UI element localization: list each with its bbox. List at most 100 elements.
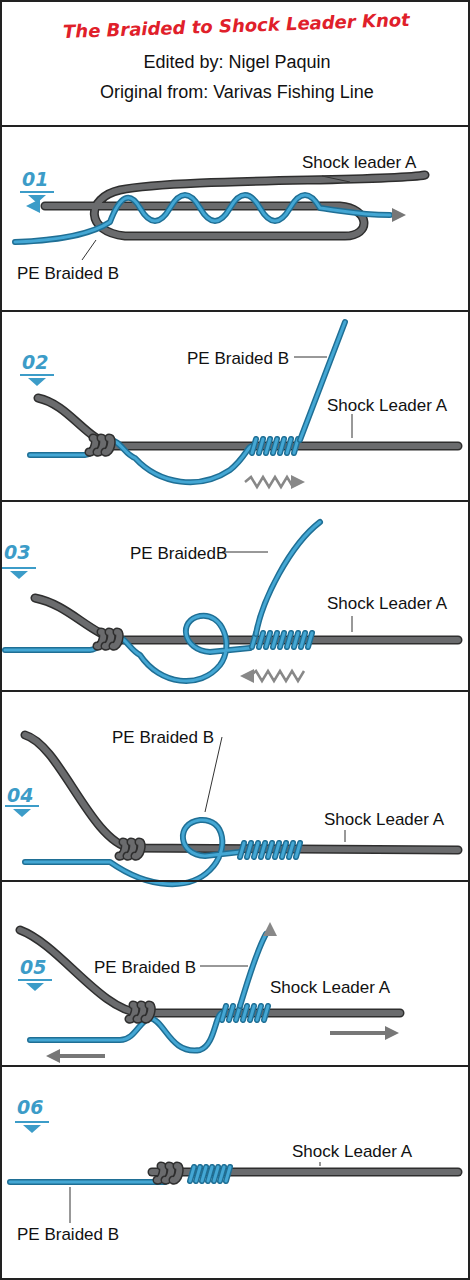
credit-text: Original from: Varivas Fishing Line xyxy=(100,82,374,103)
line-label: Shock Leader A xyxy=(327,594,447,614)
leader-line xyxy=(352,414,353,438)
step-marker xyxy=(26,983,44,991)
braided-line xyxy=(5,616,250,681)
braided-line xyxy=(252,439,256,453)
step-underline xyxy=(2,567,36,569)
line-label: PE Braided B xyxy=(187,349,289,369)
step-marker xyxy=(28,378,46,386)
braided-line xyxy=(259,439,263,453)
braided-line xyxy=(282,843,286,857)
shock-leader-line xyxy=(105,438,111,452)
braided-line xyxy=(287,439,291,453)
braided-line xyxy=(261,843,265,857)
braided-line xyxy=(256,522,320,634)
braided-line xyxy=(252,439,256,453)
braided-line xyxy=(196,1167,200,1181)
braided-line xyxy=(259,439,263,453)
braided-line xyxy=(289,843,293,857)
step-panel: 04PE Braided BShock Leader A xyxy=(0,690,470,882)
braided-line xyxy=(300,322,345,440)
step-number: 03 xyxy=(4,542,30,564)
step-panel: 05PE Braided BShock Leader A xyxy=(0,880,470,1067)
braided-line xyxy=(30,440,252,482)
braided-line xyxy=(214,1167,218,1181)
step-underline xyxy=(20,191,54,193)
braided-line xyxy=(220,1167,224,1181)
braided-line xyxy=(214,1167,218,1181)
braided-line xyxy=(247,843,251,857)
braided-line xyxy=(280,439,284,453)
step-underline xyxy=(18,979,52,981)
braided-line xyxy=(287,439,291,453)
shock-leader-line xyxy=(135,842,141,856)
braided-line xyxy=(268,843,272,857)
braided-line xyxy=(261,843,265,857)
braided-line xyxy=(287,633,291,647)
braided-line xyxy=(243,1006,247,1020)
step-number: 05 xyxy=(20,957,46,979)
braided-line xyxy=(5,616,250,681)
leader-line xyxy=(222,552,268,553)
shock-leader-line xyxy=(173,1166,179,1180)
braided-line xyxy=(202,1167,206,1181)
line-label: Shock Leader A xyxy=(327,396,447,416)
credit-text: Edited by: Nigel Paquin xyxy=(143,52,330,73)
line-label: PE Braided B xyxy=(17,1225,119,1245)
leader-line xyxy=(320,1162,321,1166)
step-marker xyxy=(23,1125,41,1133)
direction-arrow xyxy=(392,208,406,222)
leader-line xyxy=(205,737,222,812)
braided-line xyxy=(222,1006,226,1020)
braided-line xyxy=(294,633,298,647)
braided-line xyxy=(264,1006,268,1020)
braided-line xyxy=(25,820,240,884)
shock-leader-line xyxy=(20,930,400,1013)
shock-leader-line xyxy=(135,842,141,856)
braided-line xyxy=(280,439,284,453)
braided-line xyxy=(222,1006,226,1020)
braided-line xyxy=(190,1167,194,1181)
braided-line xyxy=(229,1006,233,1020)
braided-line xyxy=(250,1006,254,1020)
shock-leader-line xyxy=(25,735,458,850)
direction-arrow xyxy=(263,922,277,936)
line-label: PE Braided B xyxy=(112,728,214,748)
step-panel: 01 Shock leader A PE Braided B xyxy=(0,125,470,312)
braided-line xyxy=(202,1167,206,1181)
braided-line xyxy=(300,322,345,440)
step-number: 01 xyxy=(22,169,48,191)
leader-line xyxy=(294,357,327,358)
braided-line xyxy=(308,633,312,647)
braided-line xyxy=(240,934,266,1006)
braided-line xyxy=(266,633,270,647)
braided-line xyxy=(254,843,258,857)
line-label: Shock leader A xyxy=(302,153,416,173)
braided-line xyxy=(240,843,244,857)
braided-line xyxy=(226,1167,230,1181)
step-panel: 02 PE Braided B Shock Leader A xyxy=(0,310,470,502)
braided-line xyxy=(259,633,263,647)
braided-line xyxy=(275,843,279,857)
direction-arrow xyxy=(46,1049,60,1063)
braided-line xyxy=(266,633,270,647)
step-number: 06 xyxy=(17,1097,43,1119)
direction-arrow xyxy=(291,475,305,489)
braided-line xyxy=(208,1167,212,1181)
braided-line xyxy=(190,1167,194,1181)
braided-line xyxy=(229,1006,233,1020)
braided-line xyxy=(257,1006,261,1020)
braided-line xyxy=(296,843,300,857)
leader-line xyxy=(70,1187,71,1223)
braided-line xyxy=(250,1006,254,1020)
shock-leader-line xyxy=(173,1166,179,1180)
braided-line xyxy=(289,843,293,857)
shock-leader-line xyxy=(145,1005,151,1019)
braided-line xyxy=(280,633,284,647)
step-number: 02 xyxy=(22,352,48,374)
line-label: PE Braided B xyxy=(17,264,119,284)
slide-arrow xyxy=(245,477,293,487)
shock-leader-line xyxy=(145,1005,151,1019)
header-panel: Edited by: Nigel PaquinOriginal from: Va… xyxy=(0,0,470,127)
